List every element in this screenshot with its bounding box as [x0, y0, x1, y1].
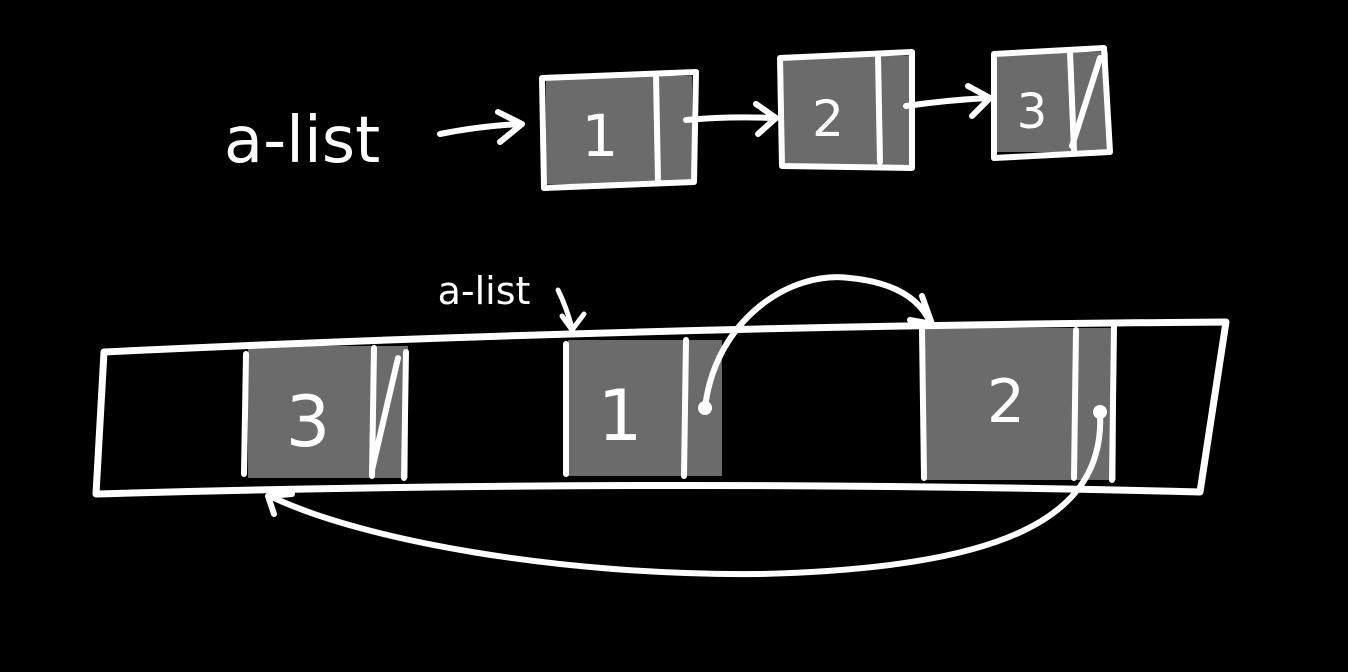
memory-cell-2-fill [924, 328, 1116, 480]
next-pointer-2-to-3 [903, 83, 993, 119]
memory-cell-1-fill [568, 340, 722, 476]
top-node-3: 3 [991, 45, 1113, 161]
top-node-2: 2 [777, 49, 915, 171]
top-node-3-value: 3 [1017, 84, 1048, 140]
next-pointer-cell-1-to-2 [702, 274, 935, 411]
memory-cell-dividers [241, 323, 1117, 483]
memory-cell-3-value: 3 [286, 381, 331, 463]
memory-list-label: a-list [438, 269, 531, 313]
pointer-arrow-label-to-node-1 [437, 109, 525, 145]
memory-cell-1-value: 1 [598, 375, 643, 457]
top-node-1: 1 [539, 69, 699, 191]
head-pointer-arrow [555, 287, 587, 333]
abstract-linked-list: a-list 1 2 3 [224, 45, 1113, 191]
memory-strip [92, 318, 1230, 498]
top-node-2-value: 2 [812, 90, 844, 148]
top-node-1-value: 1 [582, 102, 619, 170]
next-pointer-1-to-2 [683, 101, 779, 137]
memory-cell-3-fill [248, 346, 408, 478]
top-list-label: a-list [224, 104, 380, 178]
next-pointer-cell-2-to-3 [265, 409, 1104, 578]
memory-layout: a-list 3 1 2 [92, 269, 1230, 578]
memory-cell-2-value: 2 [987, 367, 1025, 437]
